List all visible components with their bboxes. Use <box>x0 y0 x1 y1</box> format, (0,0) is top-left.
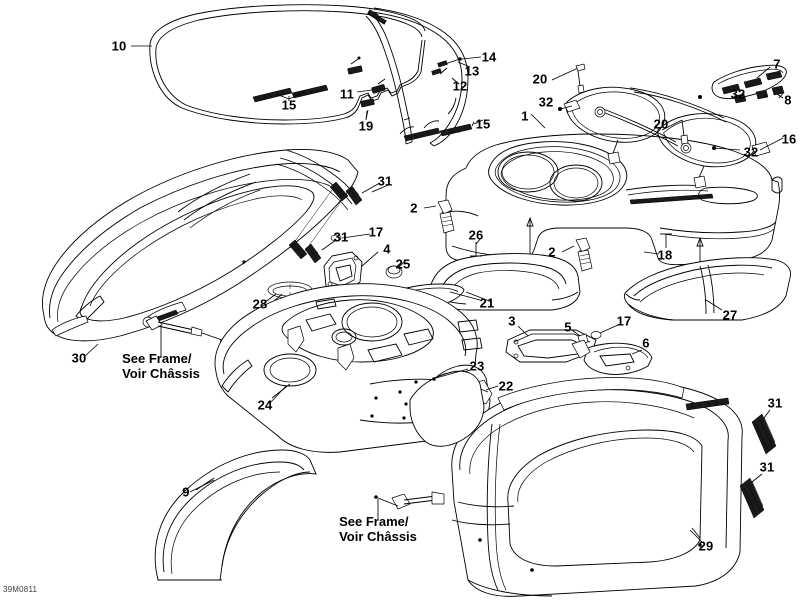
callout-19: 19 <box>358 118 374 134</box>
callout-17-left: 17 <box>368 224 384 240</box>
part-4-bracket <box>323 251 379 293</box>
callout-32-right: 32 <box>743 144 759 160</box>
callout-32-left: 32 <box>538 94 554 110</box>
callout-14: 14 <box>481 49 497 65</box>
callout-29: 29 <box>698 538 714 554</box>
callout-30: 30 <box>71 350 87 366</box>
callout-11: 11 <box>339 86 355 102</box>
part-29-side-panel <box>451 377 743 597</box>
hardware-top-screws <box>367 9 387 25</box>
callout-8: 8 <box>784 92 792 108</box>
callout-12: 12 <box>452 78 468 94</box>
part-6-arm <box>571 339 653 375</box>
part-8-clips <box>733 85 785 104</box>
callout-22: 22 <box>498 378 514 394</box>
callout-21: 21 <box>479 295 495 311</box>
callout-5: 5 <box>564 319 572 335</box>
callout-32-mid: 32 <box>730 86 746 102</box>
callout-20-upper: 20 <box>532 71 548 87</box>
callout-23: 23 <box>469 358 485 374</box>
callout-7: 7 <box>773 56 781 72</box>
callout-leaders <box>84 45 784 543</box>
part-25-cap <box>385 265 403 279</box>
callout-31-d: 31 <box>759 459 775 475</box>
callout-6: 6 <box>642 335 650 351</box>
callout-27: 27 <box>722 307 738 323</box>
callout-15-left: 15 <box>281 97 297 113</box>
part-31-strips-upper <box>288 181 379 264</box>
callout-4: 4 <box>383 241 391 257</box>
part-12-13-14-rail <box>371 7 469 147</box>
part-22-housing-lower <box>409 370 485 447</box>
callout-15-right: 15 <box>475 116 491 132</box>
document-id: 39M0811 <box>3 585 38 594</box>
part-17-washer-right <box>590 324 619 339</box>
part-7-grille <box>711 64 787 99</box>
callout-17-right: 17 <box>616 313 632 329</box>
callout-26: 26 <box>468 227 484 243</box>
callout-31-b: 31 <box>333 229 349 245</box>
part-9-fender <box>154 449 317 581</box>
part-23-leader <box>432 368 469 381</box>
note-see-frame-left: See Frame/ Voir Châssis <box>122 351 200 381</box>
callout-18: 18 <box>657 247 673 263</box>
callout-28: 28 <box>252 296 268 312</box>
part-20-screws <box>551 63 689 145</box>
part-15-strips-right <box>399 120 475 142</box>
part-2-fastener-left <box>423 199 455 234</box>
callout-20-lower: 20 <box>653 116 669 132</box>
part-11-clips <box>347 56 386 108</box>
hardware-12-13-14 <box>431 57 462 76</box>
callout-13: 13 <box>464 63 480 79</box>
callout-10: 10 <box>111 38 127 54</box>
callout-31-c: 31 <box>767 395 783 411</box>
callout-25: 25 <box>395 256 411 272</box>
callout-31-a: 31 <box>377 173 393 189</box>
note-see-frame-right: See Frame/ Voir Châssis <box>339 514 417 544</box>
callout-2-right: 2 <box>548 244 556 260</box>
part-10-windshield <box>149 4 426 125</box>
part-15-strips-left <box>252 84 329 103</box>
callout-3: 3 <box>508 313 516 329</box>
part-30-hood-cover <box>42 149 359 342</box>
callout-2-left: 2 <box>410 200 418 216</box>
callout-24: 24 <box>257 397 273 413</box>
frame-bolt-right <box>374 491 445 520</box>
part-17-washer-left <box>330 233 371 242</box>
callout-16: 16 <box>781 131 797 147</box>
part-2-fastener-right <box>526 216 593 272</box>
callout-9: 9 <box>182 484 190 500</box>
part-27-cushion <box>623 257 791 321</box>
part-31-strips-lower <box>739 409 777 519</box>
callout-1: 1 <box>521 108 529 124</box>
part-10-trim <box>343 39 426 119</box>
